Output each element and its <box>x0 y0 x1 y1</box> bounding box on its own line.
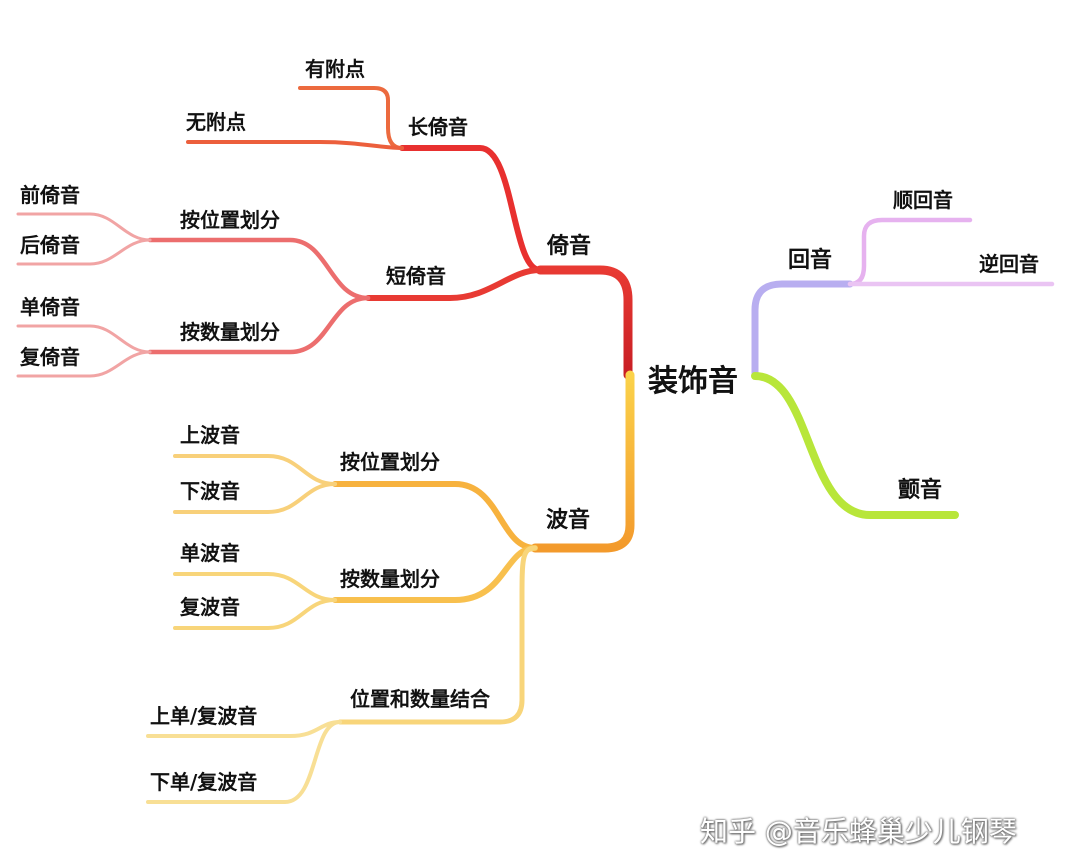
link-duanshuliang-danyiyin <box>16 324 152 354</box>
node-shunhuiyin: 顺回音 <box>893 188 953 212</box>
node-bo-weizhi: 按位置划分 <box>340 450 440 474</box>
node-duanyiyin: 短倚音 <box>386 264 446 288</box>
node-xiaboyin: 下波音 <box>180 479 240 503</box>
link-yiyin-duanyiyin <box>365 267 543 301</box>
link-boyin-bojiehe <box>337 545 538 725</box>
node-changyiyin: 长倚音 <box>408 115 468 139</box>
node-danyiyin: 单倚音 <box>20 295 80 319</box>
link-duanweizhi-qianyiyin <box>16 212 152 242</box>
link-duanyiyin-duanweizhi <box>147 237 371 301</box>
link-boweizhi-shangboyin <box>173 454 337 486</box>
node-youfudian: 有附点 <box>305 57 365 81</box>
node-houyiyin: 后倚音 <box>20 233 80 257</box>
link-root-chanyin <box>751 372 959 519</box>
node-nihuiyin: 逆回音 <box>979 252 1039 276</box>
node-duan-weizhi: 按位置划分 <box>180 208 280 232</box>
link-root-yiyin <box>535 265 633 380</box>
node-yiyin: 倚音 <box>547 234 592 259</box>
link-yiyin-changyiyin <box>399 145 543 273</box>
node-chanyin: 颤音 <box>898 478 943 503</box>
node-bo-shuliang: 按数量划分 <box>340 567 440 591</box>
link-root-boyin <box>530 370 635 553</box>
node-boyin: 波音 <box>546 508 591 533</box>
link-changyiyin-youfudian <box>298 86 404 150</box>
node-xiadanfu: 下单/复波音 <box>150 770 258 794</box>
node-wufudian: 无附点 <box>186 110 246 134</box>
node-qianyiyin: 前倚音 <box>20 183 80 207</box>
link-boshuliang-danboyin <box>173 572 337 602</box>
link-huiyin-shunhuiyin <box>847 217 973 287</box>
node-shangdanfu: 上单/复波音 <box>150 704 258 728</box>
link-duanweizhi-houyiyin <box>16 238 152 266</box>
node-shangboyin: 上波音 <box>180 423 240 447</box>
watermark: 知乎 @音乐蜂巢少儿钢琴 <box>700 815 1017 848</box>
node-danboyin: 单波音 <box>180 541 240 565</box>
link-changyiyin-wufudian <box>186 140 404 150</box>
link-boshuliang-fuboyin <box>173 598 337 630</box>
node-root: 装饰音 <box>648 364 738 399</box>
node-huiyin: 回音 <box>788 248 833 273</box>
link-boyin-boweizhi <box>332 481 538 551</box>
link-root-huiyin <box>751 280 854 379</box>
link-bojiehe-xiadanfu <box>146 720 342 804</box>
link-duanshuliang-fuyiyin <box>16 350 152 378</box>
link-duanyiyin-duanshuliang <box>147 295 371 355</box>
node-bo-jiehe: 位置和数量结合 <box>350 687 490 711</box>
node-duan-shuliang: 按数量划分 <box>180 320 280 344</box>
link-boweizhi-xiaboyin <box>173 482 337 514</box>
node-fuyiyin: 复倚音 <box>20 345 80 369</box>
node-fuboyin: 复波音 <box>180 595 240 619</box>
